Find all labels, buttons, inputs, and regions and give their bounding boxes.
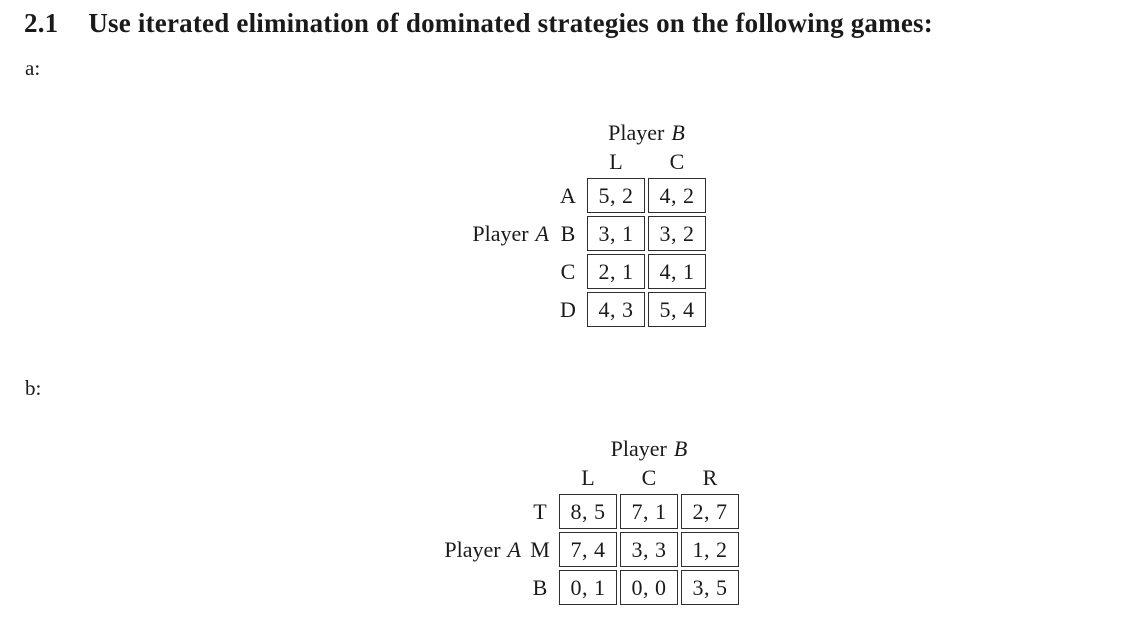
game-b-col-header-R: R <box>702 465 718 490</box>
payoff-cell: 7, 1 <box>620 494 678 529</box>
payoff-cell: 0, 1 <box>559 570 617 605</box>
spacer <box>439 149 584 175</box>
row-player-word: Player <box>472 220 529 246</box>
payoff-cell: 0, 0 <box>620 570 678 605</box>
game-b-col-header-L: L <box>581 465 595 490</box>
spacer <box>439 254 549 289</box>
payoff-cell: 2, 7 <box>681 494 739 529</box>
game-a-row-header-B: B <box>560 220 576 246</box>
game-b-row-B: B 0, 1 0, 0 3, 5 <box>411 570 739 605</box>
spacer <box>411 494 521 529</box>
spacer <box>439 292 549 327</box>
game-a-row-D: D 4, 3 5, 4 <box>439 292 706 327</box>
game-a-column-headers: L C <box>439 149 706 175</box>
game-b-col-header-C: C <box>641 465 657 490</box>
payoff-cell: 1, 2 <box>681 532 739 567</box>
game-a-row-C: C 2, 1 4, 1 <box>439 254 706 289</box>
game-a-row-header-C: C <box>560 258 576 284</box>
game-b-row-header-T: T <box>533 498 547 524</box>
game-a-col-header-L: L <box>609 149 623 174</box>
spacer <box>411 570 521 605</box>
game-b-column-headers: L C R <box>411 465 739 491</box>
payoff-cell: 3, 3 <box>620 532 678 567</box>
column-player-letter: B <box>671 120 685 145</box>
column-player-word: Player <box>608 120 665 145</box>
payoff-cell: 5, 2 <box>587 178 645 213</box>
spacer <box>411 465 556 491</box>
column-player-word: Player <box>610 436 667 461</box>
payoff-cell: 4, 2 <box>648 178 706 213</box>
payoff-cell: 7, 4 <box>559 532 617 567</box>
section-number: 2.1 <box>24 8 59 38</box>
payoff-cell: 3, 1 <box>587 216 645 251</box>
game-b-label: b: <box>25 376 42 400</box>
column-player-letter: B <box>673 436 688 461</box>
game-b-row-header-M: M <box>530 536 550 562</box>
spacer <box>439 178 549 213</box>
payoff-cell: 3, 5 <box>681 570 739 605</box>
game-a-row-header-D: D <box>560 296 576 322</box>
game-a-col-header-C: C <box>669 149 685 174</box>
payoff-cell: 8, 5 <box>559 494 617 529</box>
row-player-word: Player <box>444 536 501 562</box>
game-b-row-T: T 8, 5 7, 1 2, 7 <box>411 494 739 529</box>
spacer <box>411 432 556 462</box>
payoff-cell: 4, 1 <box>648 254 706 289</box>
payoff-cell: 4, 3 <box>587 292 645 327</box>
game-b-row-header-B: B <box>532 574 548 600</box>
payoff-cell: 2, 1 <box>587 254 645 289</box>
spacer <box>439 116 584 146</box>
payoff-cell: 3, 2 <box>648 216 706 251</box>
game-a-row-A: A 5, 2 4, 2 <box>439 178 706 213</box>
row-player-letter: A <box>535 220 549 246</box>
game-a-label: a: <box>25 56 41 80</box>
row-player-letter: A <box>507 536 521 562</box>
section-title: Use iterated elimination of dominated st… <box>88 8 933 38</box>
section-heading: 2.1 Use iterated elimination of dominate… <box>24 8 933 39</box>
game-a-row-header-A: A <box>560 182 576 208</box>
payoff-cell: 5, 4 <box>648 292 706 327</box>
